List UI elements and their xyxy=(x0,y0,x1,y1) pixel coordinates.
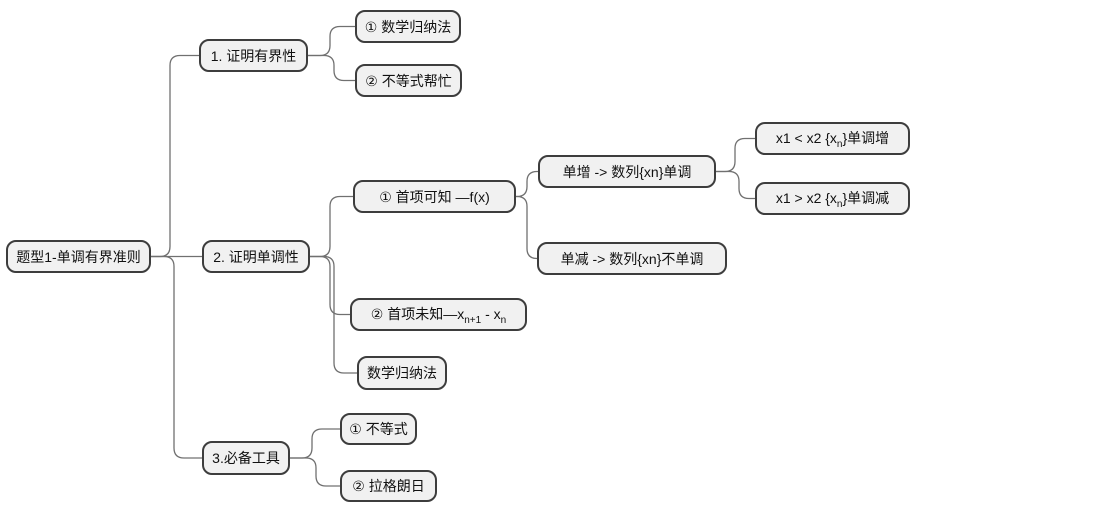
connector-prove-monotonicity-math-induction-2 xyxy=(309,255,358,374)
node-math-induction-1[interactable]: ① 数学归纳法 xyxy=(355,10,461,43)
connector-root-prove-boundedness xyxy=(150,54,200,258)
connector-mono-increase-x1-gt-x2 xyxy=(715,170,756,200)
connector-essential-tools-inequality xyxy=(289,428,341,459)
connector-prove-monotonicity-first-term-known xyxy=(309,195,354,258)
node-math-induction-2[interactable]: 数学归纳法 xyxy=(357,356,447,390)
connector-prove-boundedness-inequality-help xyxy=(307,54,356,82)
node-mono-increase[interactable]: 单增 -> 数列{xn}单调 xyxy=(538,155,716,188)
node-mono-decrease[interactable]: 单减 -> 数列{xn}不单调 xyxy=(537,242,727,275)
node-inequality[interactable]: ① 不等式 xyxy=(340,413,417,445)
node-root[interactable]: 题型1-单调有界准则 xyxy=(6,240,151,273)
connector-root-essential-tools xyxy=(150,255,203,459)
node-prove-monotonicity[interactable]: 2. 证明单调性 xyxy=(202,240,310,273)
connector-mono-increase-x1-lt-x2 xyxy=(715,137,756,173)
node-first-term-unknown[interactable]: ② 首项未知—xn+1 - xn xyxy=(350,298,527,331)
connector-prove-boundedness-math-induction-1 xyxy=(307,25,356,57)
connector-first-term-known-mono-increase xyxy=(515,170,539,198)
connector-prove-monotonicity-first-term-unknown xyxy=(309,255,351,316)
node-first-term-known[interactable]: ① 首项可知 —f(x) xyxy=(353,180,516,213)
node-essential-tools[interactable]: 3.必备工具 xyxy=(202,441,290,475)
connector-first-term-known-mono-decrease xyxy=(515,195,538,260)
node-x1-lt-x2[interactable]: x1 < x2 {xn}单调增 xyxy=(755,122,910,155)
node-prove-boundedness[interactable]: 1. 证明有界性 xyxy=(199,39,308,72)
node-x1-gt-x2[interactable]: x1 > x2 {xn}单调减 xyxy=(755,182,910,215)
connector-essential-tools-lagrange xyxy=(289,457,341,487)
node-inequality-help[interactable]: ② 不等式帮忙 xyxy=(355,64,462,97)
node-lagrange[interactable]: ② 拉格朗日 xyxy=(340,470,437,502)
